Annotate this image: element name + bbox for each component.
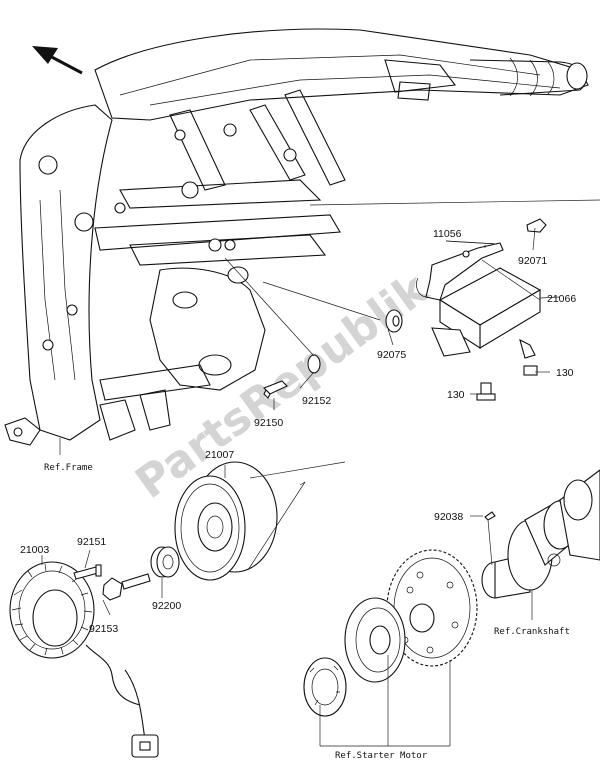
- bolt-130-upper: [519, 338, 538, 376]
- ref-starter-motor-label: Ref.Starter Motor: [335, 751, 428, 761]
- stator-21003: [9, 561, 159, 758]
- bolt-92151: [73, 564, 102, 580]
- callout-92151: 92151: [77, 536, 106, 548]
- rotor-21007: [174, 461, 278, 581]
- callout-92150: 92150: [254, 417, 283, 429]
- callout-130-right: 130: [556, 367, 574, 379]
- washer-92200: [150, 546, 180, 578]
- ref-crankshaft-label: Ref.Crankshaft: [494, 627, 570, 637]
- callout-92075: 92075: [377, 349, 406, 361]
- bolt-92150: [263, 380, 288, 399]
- callout-92152: 92152: [302, 395, 331, 407]
- washer-92152: [307, 354, 321, 374]
- grommet-92071: [526, 218, 547, 233]
- callout-11056: 11056: [433, 228, 462, 240]
- bolt-130-lower: [476, 382, 496, 401]
- callout-21007: 21007: [205, 449, 234, 461]
- starter-clutch-housing: [344, 597, 406, 683]
- crankshaft: [481, 469, 600, 599]
- regulator-bracket: [416, 242, 504, 301]
- arrow-up-left-icon: [32, 46, 83, 75]
- callout-92038: 92038: [434, 511, 463, 523]
- callout-21066: 21066: [547, 293, 576, 305]
- callout-92071: 92071: [518, 255, 547, 267]
- frame-assembly: [4, 28, 589, 446]
- callout-21003: 21003: [20, 544, 49, 556]
- callout-92153: 92153: [89, 623, 118, 635]
- regulator-rectifier: [431, 267, 542, 357]
- ref-frame-label: Ref.Frame: [44, 463, 93, 473]
- one-way-clutch: [303, 657, 347, 717]
- callout-130-left: 130: [447, 389, 465, 401]
- collar-92075: [385, 309, 403, 333]
- bolt-92153: [102, 573, 151, 601]
- leader-lines: [41, 199, 600, 747]
- woodruff-key-92038: [484, 511, 496, 521]
- callout-92200: 92200: [152, 600, 181, 612]
